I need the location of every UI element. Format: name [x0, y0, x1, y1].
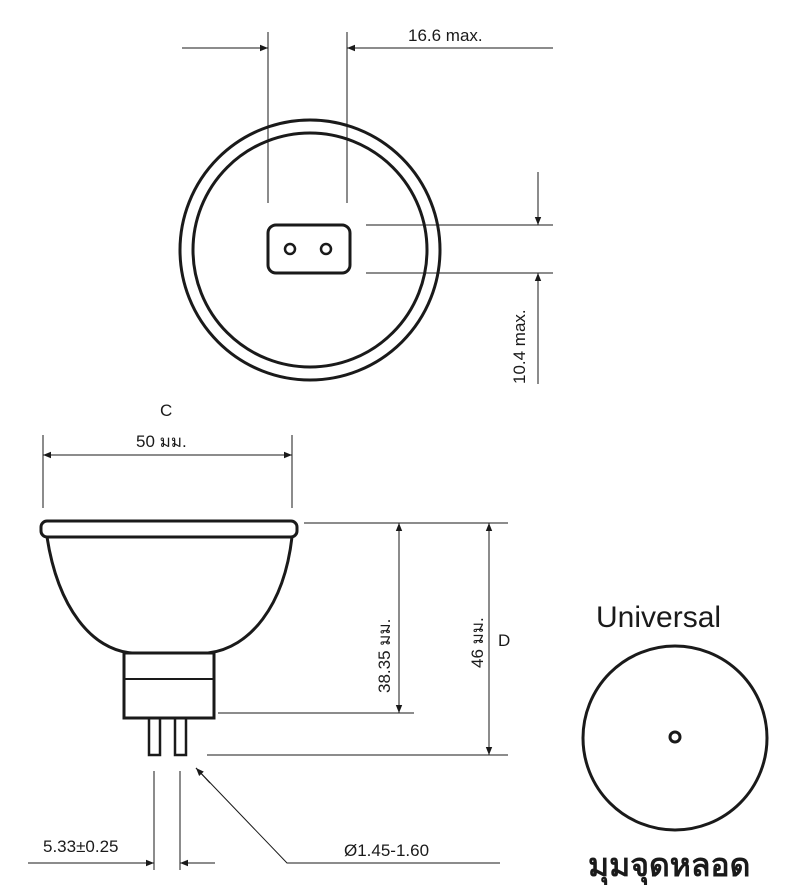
top-view-inner-ring	[191, 131, 429, 369]
lamp-rim	[39, 519, 299, 539]
universal-caption: มุมจุดหลอด	[588, 846, 750, 886]
pin-spacing-label: 5.33±0.25	[43, 837, 119, 856]
body-height-dimension: 38.35 มม.	[218, 522, 508, 714]
side-view: C 50 มม. 38.35 มม. 46 มม.	[28, 401, 510, 870]
pin-spacing-dimension: 5.33±0.25	[28, 771, 215, 870]
pin-diameter-label: Ø1.45-1.60	[344, 841, 429, 860]
lamp-reflector	[45, 536, 294, 655]
pin-right	[173, 716, 188, 757]
universal-center-dot	[668, 730, 682, 744]
pin-left	[147, 716, 162, 757]
universal-circle	[581, 644, 769, 832]
width-dimension: 16.6 max.	[182, 26, 553, 203]
diameter-dimension: 50 มม.	[42, 432, 293, 508]
pin-hole-right	[319, 242, 333, 256]
pin-diameter-callout: Ø1.45-1.60	[195, 767, 500, 864]
pin-hole-left	[283, 242, 297, 256]
width-label: 16.6 max.	[408, 26, 483, 45]
height-dimension: 10.4 max.	[366, 172, 553, 384]
lamp-neck	[122, 651, 216, 720]
pin-base-block	[266, 223, 352, 275]
total-height-dimension: 46 มม. D	[207, 523, 510, 756]
d-label: D	[498, 631, 510, 650]
universal-title: Universal	[596, 601, 721, 634]
body-height-label: 38.35 มม.	[375, 619, 394, 693]
height-label: 10.4 max.	[510, 309, 529, 384]
diameter-label: 50 มม.	[136, 432, 187, 451]
universal-view: Universal มุมจุดหลอด	[581, 601, 769, 886]
c-label: C	[160, 401, 172, 420]
top-view: 16.6 max. 10.4 max.	[178, 26, 553, 384]
total-height-label: 46 มม.	[468, 617, 487, 668]
top-view-outer-ring	[178, 118, 442, 382]
